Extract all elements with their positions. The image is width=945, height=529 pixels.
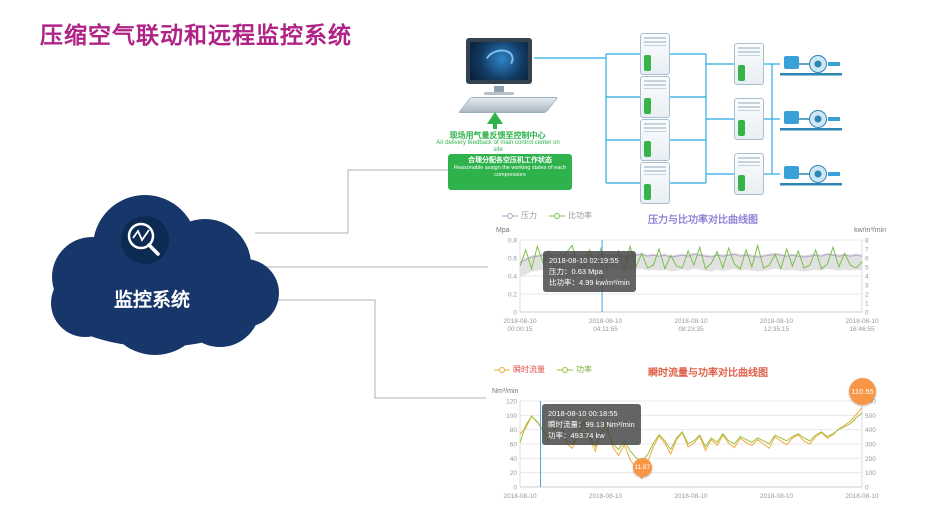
svg-text:2018-08-10: 2018-08-10 xyxy=(760,493,794,500)
svg-text:0: 0 xyxy=(513,485,517,492)
svg-text:0: 0 xyxy=(865,310,869,317)
svg-text:0: 0 xyxy=(513,310,517,317)
tooltip-pressure: 压力：0.63 Mpa xyxy=(549,267,603,276)
chart1-title: 压力与比功率对比曲线图 xyxy=(648,215,758,226)
cloud-label: 监控系统 xyxy=(114,288,190,311)
air-compressor-unit xyxy=(640,119,670,161)
flow-power-chart: 瞬时流量功率 瞬时流量与功率对比曲线图 0 20 40 60 80 100 120 0 100 2… xyxy=(488,358,888,529)
svg-text:80: 80 xyxy=(510,427,518,434)
end-use-machines xyxy=(780,55,842,186)
chart2-tooltip: 2018-08-10 00:18:55 瞬时流量：99.13 Nm³/min 功… xyxy=(542,404,641,445)
keyboard xyxy=(458,97,559,113)
air-compressor-unit xyxy=(734,43,764,85)
tooltip-time: 2018-08-10 02:19:55 xyxy=(549,256,619,265)
svg-text:0.6: 0.6 xyxy=(508,256,517,263)
tooltip-flow: 瞬时流量：99.13 Nm³/min xyxy=(548,420,635,429)
chart2-title: 瞬时流量与功率对比曲线图 xyxy=(648,368,768,379)
assign-label-en: Reasonable assign the working states of … xyxy=(453,165,567,178)
air-compressor-unit xyxy=(640,76,670,118)
air-compressor-unit xyxy=(734,153,764,195)
monitor-base xyxy=(484,92,514,95)
air-compressor-unit xyxy=(640,162,670,204)
chart1-tooltip: 2018-08-10 02:19:55 压力：0.63 Mpa 比功率：4.99… xyxy=(543,251,636,292)
svg-text:400: 400 xyxy=(865,427,876,434)
svg-text:1: 1 xyxy=(865,301,869,308)
monitor-stand xyxy=(494,86,504,92)
feedback-label-en: Air delivery feedback of main control ce… xyxy=(436,140,560,153)
svg-text:16:46:55: 16:46:55 xyxy=(849,326,875,333)
svg-text:08:23:35: 08:23:35 xyxy=(678,326,704,333)
svg-text:00:00:15: 00:00:15 xyxy=(507,326,533,333)
assign-label-cn: 合理分配各空压机工作状态 xyxy=(468,157,552,164)
svg-text:4: 4 xyxy=(865,274,869,281)
svg-text:2018-08-10: 2018-08-10 xyxy=(674,493,708,500)
tooltip-power: 功率：493.74 kw xyxy=(548,431,605,440)
min-value-badge: 11.87 xyxy=(632,458,652,478)
svg-text:2018-08-10: 2018-08-10 xyxy=(503,493,537,500)
svg-text:200: 200 xyxy=(865,456,876,463)
svg-text:3: 3 xyxy=(865,283,869,290)
svg-text:12:35:15: 12:35:15 xyxy=(764,326,790,333)
svg-text:Nm³/min: Nm³/min xyxy=(492,388,519,395)
svg-text:0.8: 0.8 xyxy=(508,238,517,245)
air-compressor-unit xyxy=(734,98,764,140)
pressure-power-chart: 压力比功率 压力与比功率对比曲线图 0 0.2 0.4 0.6 0.8 0 1 2 3 4 5 6 7 8… xyxy=(488,208,888,348)
screen-swirl-icon xyxy=(481,45,517,77)
air-compressor-unit xyxy=(640,33,670,75)
feedback-label-cn: 现场用气量反馈至控制中心 xyxy=(449,131,546,140)
chart2-legend: 瞬时流量功率 xyxy=(494,364,592,375)
svg-text:300: 300 xyxy=(865,442,876,449)
svg-text:2018-08-10: 2018-08-10 xyxy=(845,493,879,500)
svg-text:500: 500 xyxy=(865,413,876,420)
chart1-legend: 压力比功率 xyxy=(502,210,592,221)
svg-text:8: 8 xyxy=(865,238,869,245)
svg-text:5: 5 xyxy=(865,265,869,272)
svg-text:120: 120 xyxy=(506,399,517,406)
monitoring-cloud: 监控系统 xyxy=(51,195,279,355)
max-value-badge: 110.55 xyxy=(849,377,876,405)
svg-text:Mpa: Mpa xyxy=(496,227,510,234)
svg-text:60: 60 xyxy=(510,442,518,449)
svg-text:2018-08-10: 2018-08-10 xyxy=(760,318,794,325)
svg-text:0.4: 0.4 xyxy=(508,274,517,281)
svg-text:100: 100 xyxy=(865,470,876,477)
tooltip-specific-power: 比功率：4.99 kw/m³/min xyxy=(549,278,630,287)
svg-text:2018-08-10: 2018-08-10 xyxy=(674,318,708,325)
svg-text:2018-08-10: 2018-08-10 xyxy=(503,318,537,325)
page-title: 压缩空气联动和远程监控系统 xyxy=(40,22,352,48)
up-arrow-icon xyxy=(487,112,503,124)
svg-text:0.2: 0.2 xyxy=(508,292,517,299)
svg-text:2018-08-10: 2018-08-10 xyxy=(845,318,879,325)
svg-text:04:11:55: 04:11:55 xyxy=(593,326,618,333)
magnifier-icon xyxy=(121,216,169,264)
svg-text:100: 100 xyxy=(506,413,517,420)
svg-text:2018-08-10: 2018-08-10 xyxy=(589,318,623,325)
assign-label-box: 合理分配各空压机工作状态 Reasonable assign the worki… xyxy=(448,154,572,190)
svg-text:7: 7 xyxy=(865,247,869,254)
control-computer-monitor xyxy=(466,38,532,84)
svg-text:0: 0 xyxy=(865,485,869,492)
svg-text:2: 2 xyxy=(865,292,869,299)
svg-text:40: 40 xyxy=(510,456,518,463)
tooltip-time: 2018-08-10 00:18:55 xyxy=(548,409,618,418)
svg-text:2018-08-10: 2018-08-10 xyxy=(589,493,623,500)
svg-text:kw/m³/min: kw/m³/min xyxy=(854,227,886,234)
up-arrow-trunk xyxy=(493,124,497,129)
svg-text:20: 20 xyxy=(510,470,518,477)
svg-text:6: 6 xyxy=(865,256,869,263)
